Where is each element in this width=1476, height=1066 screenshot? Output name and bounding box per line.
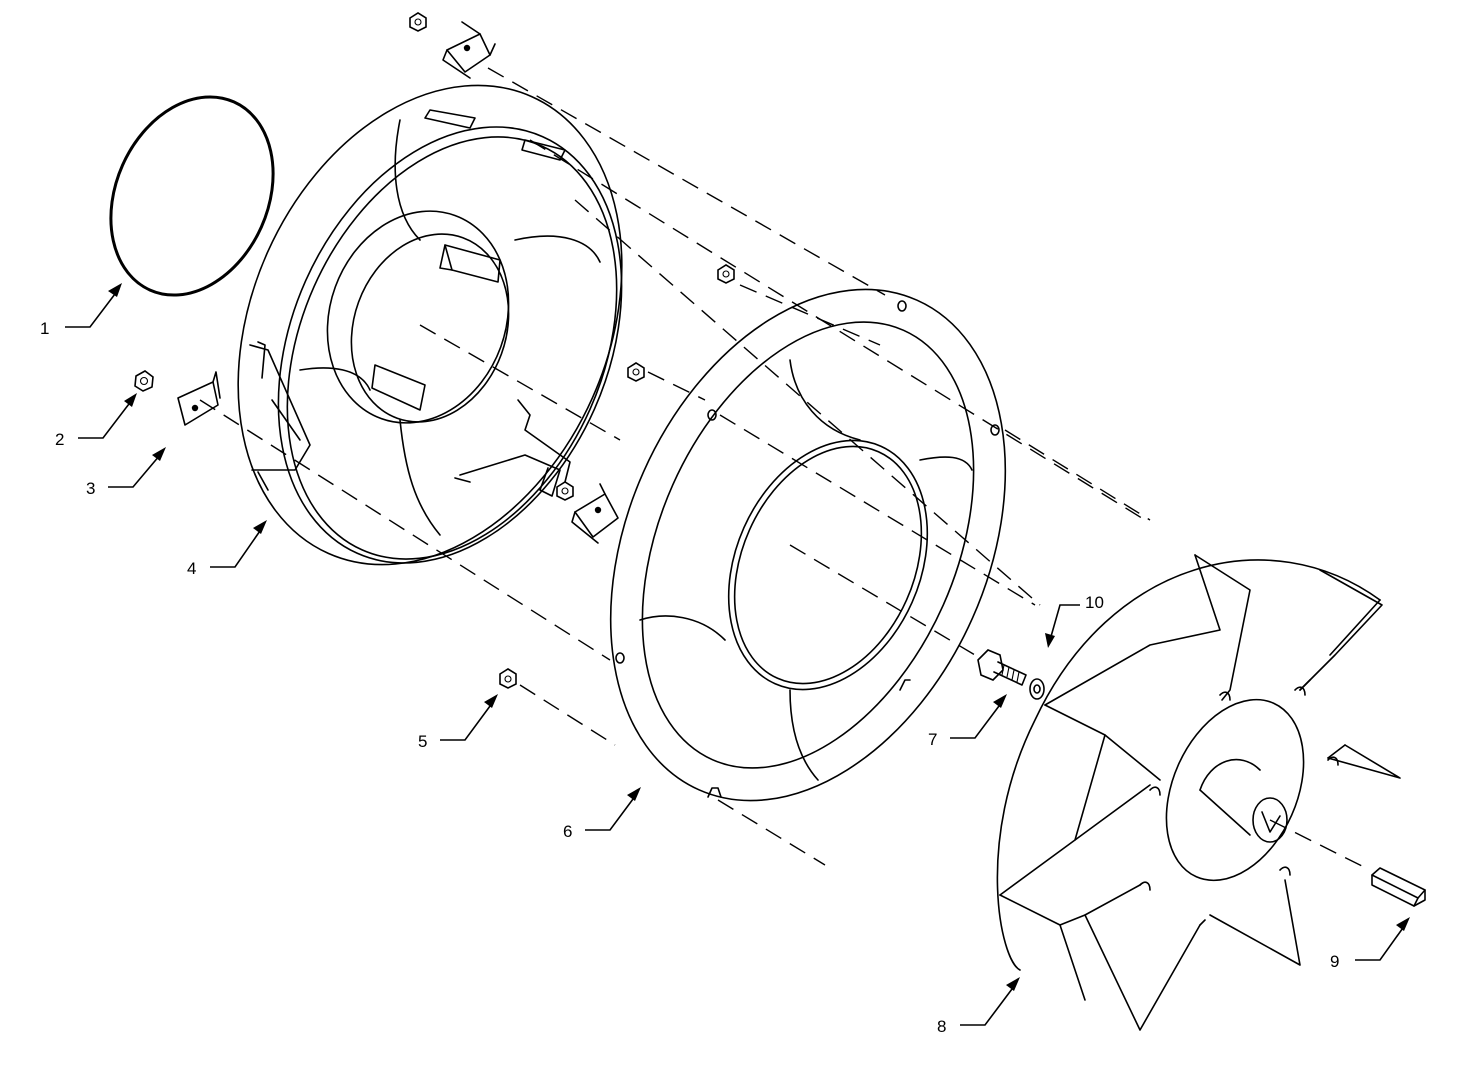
hex-bolt (977, 649, 1027, 686)
hex-nut-a (134, 370, 154, 392)
blower-wheel (996, 554, 1401, 1031)
callout-2: 2 (55, 430, 64, 449)
callout-9: 9 (1330, 952, 1339, 971)
inlet-housing (237, 84, 623, 566)
callout-3: 3 (86, 479, 95, 498)
callout-10: 10 (1085, 593, 1104, 612)
hex-nut-e (627, 362, 645, 382)
hex-nut-d (717, 264, 735, 284)
callout-8: 8 (937, 1017, 946, 1036)
callout-4: 4 (187, 559, 196, 578)
callout-1: 1 (40, 319, 49, 338)
callout-5: 5 (418, 732, 427, 751)
spring-clip-c (571, 483, 619, 544)
hex-nut-f (499, 668, 517, 689)
callout-7: 7 (928, 730, 937, 749)
hex-nut-b (409, 12, 427, 32)
mounting-plate (609, 288, 1007, 802)
callout-labels: 1 2 3 4 5 6 7 8 9 10 (40, 319, 1339, 1036)
shaft-key (1371, 867, 1426, 907)
callout-leaders (65, 283, 1410, 1026)
callout-6: 6 (563, 822, 572, 841)
spring-clip-a (177, 371, 221, 426)
washer (1029, 678, 1045, 700)
gasket-ring (109, 95, 275, 297)
hex-nut-c (556, 481, 574, 501)
spring-clip-b (442, 21, 496, 79)
assembly-lines (199, 67, 1371, 871)
